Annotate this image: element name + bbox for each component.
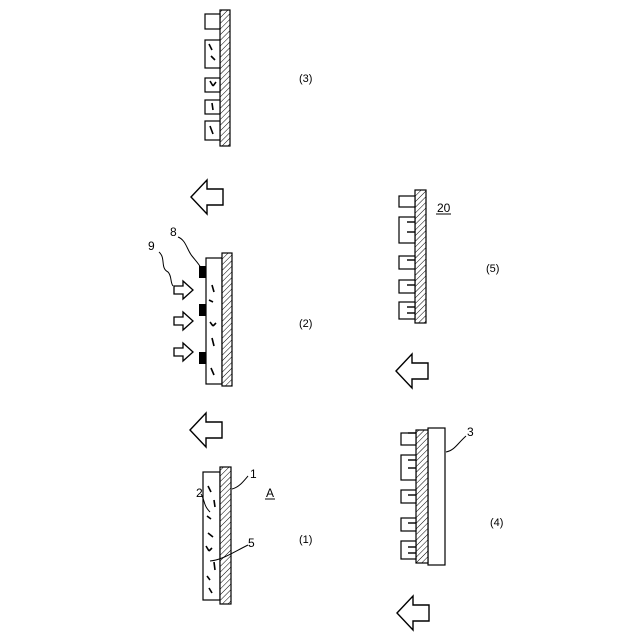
label-2: 2 [196,486,203,500]
step-2-caption: (2) [299,318,312,330]
label-A: A [266,486,274,500]
substrate-5 [415,190,426,323]
label-1: 1 [250,467,257,481]
substrate-2 [222,253,232,386]
light-arrow-2-icon [174,312,193,330]
arrow-2-to-3-icon [191,180,223,214]
label-5: 5 [248,536,255,550]
block-5a [399,196,415,207]
label-3: 3 [467,425,474,439]
base-film-3 [428,428,445,565]
mask-8b [199,304,206,316]
light-arrow-1-icon [174,281,193,299]
step-4-structure: 3 (4) [401,425,503,565]
block-4c [401,490,416,503]
block-5c [399,256,415,269]
arrow-4-to-5-icon [396,354,428,388]
label-20: 20 [437,201,451,215]
block-5e [399,302,415,319]
step-5-structure: 20 (5) [399,190,499,323]
block-5b [399,217,415,243]
label-8: 8 [170,225,177,239]
arrow-3-to-4-icon [397,596,429,630]
block-3b [205,40,220,68]
leader-8 [178,237,201,268]
leader-1 [232,476,248,489]
mask-8a [199,266,206,278]
step-5-caption: (5) [486,263,499,275]
substrate-1 [220,467,231,604]
arrow-1-to-2-icon [190,413,222,447]
block-5d [399,280,415,293]
leader-3 [446,436,466,452]
liquid-crystal-layer-2 [206,258,222,384]
step-1-caption: (1) [299,534,312,546]
block-3a [205,14,220,29]
block-4d [401,518,416,531]
step-2-structure: 9 8 (2) [148,225,312,386]
step-4-caption: (4) [490,517,503,529]
step-1-structure: 2 1 5 A (1) [196,467,312,604]
light-arrow-3-icon [174,343,193,361]
label-9: 9 [148,239,155,253]
step-3-caption: (3) [299,73,312,85]
block-4a [401,433,416,445]
block-4e [401,541,416,559]
substrate-4 [416,430,428,563]
leader-9 [159,252,173,286]
substrate-3 [220,10,230,146]
mask-8c [199,352,206,364]
step-3-structure: (3) [205,10,312,146]
